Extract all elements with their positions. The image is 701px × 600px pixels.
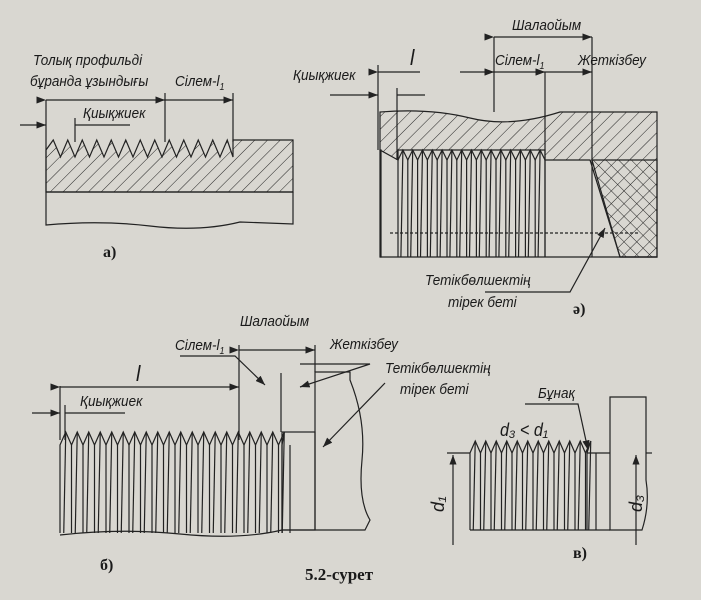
figure-caption: 5.2-сурет [305,565,374,584]
thread-line [143,431,147,534]
thread-line [459,149,463,258]
fig-v-caption: в) [573,545,587,562]
thread-line [478,149,482,258]
fig-a-runout-label: Сілем-l1 [175,73,225,93]
thread-line [166,431,170,534]
thread-line [235,431,239,534]
thread-profile [59,430,285,533]
fig-b-shortfall-label: Жеткізбеу [330,336,398,353]
runout-subscript: 1 [219,346,225,357]
thread-line [400,149,404,258]
thread-line [493,440,497,531]
fig-a-full-profile-label: Толық профильді [33,52,143,69]
thread-line [504,440,508,531]
fig-a-drawing [20,93,294,229]
fig-ae-shortfall-label: Жеткізбеу [578,52,646,69]
thread-line [86,431,90,534]
thread-line [472,440,476,531]
fig-ae-drawing [330,33,658,293]
thread-line [132,431,136,534]
fig-b-undercut-label: Шалаойым [240,313,310,330]
thread-line [247,431,251,534]
thread-line [525,440,529,531]
thread-line [449,149,453,258]
thread-line [517,149,522,258]
thread-line [258,431,262,534]
thread-line [546,440,550,531]
thread-line [429,149,433,258]
thread-line [178,431,182,534]
thread-line [74,431,78,534]
fig-v-drawing [447,396,652,545]
thread-profile [397,148,546,257]
fig-v-relation-label: d₃ < d₁ [500,420,549,440]
thread-line [514,440,518,531]
thread-line [410,149,414,258]
thread-line [556,440,560,531]
fig-b-length-label: l [136,361,141,386]
thread-line [577,440,581,531]
fig-ae-bearing-label-1: Тетікбөлшектің [425,272,531,289]
fig-v-d1-label: d₁ [428,496,448,512]
runout-text: Сілем-l [175,73,220,90]
runout-text: Сілем-l [495,52,540,69]
thread-line [567,440,571,531]
fig-b-caption: б) [100,557,114,574]
thread-line [588,440,592,531]
fig-b-bearing-label-2: тірек беті [400,381,469,398]
thread-line [537,149,541,258]
fig-b-bearing-label-1: Тетікбөлшектің [385,360,491,377]
thread-line [419,149,424,258]
runout-text: Сілем-l [175,337,220,354]
thread-line [488,149,492,258]
thread-line [189,431,193,534]
fig-v-d3-label: d₃ [626,494,646,512]
runout-subscript: 1 [219,82,225,93]
thread-line [483,440,487,531]
fig-ae-bearing-label-2: тірек беті [448,294,517,311]
fig-ae-length-label: l [410,45,415,70]
thread-line [201,431,205,534]
fig-ae-undercut-label: Шалаойым [512,17,582,34]
thread-line [212,431,216,534]
thread-profile [469,439,592,530]
thread-line [439,149,443,258]
thread-line [535,440,539,531]
thread-line [120,431,124,534]
thread-line [63,431,67,534]
thread-line [498,149,502,258]
fig-ae-chamfer-label: Қиықжиек [293,67,356,84]
thread-line [527,149,531,258]
fig-a-caption: а) [103,244,117,261]
thread-line [155,431,159,534]
fig-ae-caption: ә) [573,301,586,318]
thread-line [508,149,512,258]
thread-line [468,149,473,258]
fig-a-chamfer-label: Қиықжиек [83,105,146,122]
fig-a-thread-length-label: бұранда ұзындығы [30,73,149,90]
fig-b-drawing [32,345,386,537]
thread-line [270,431,274,534]
fig-b-runout-label: Сілем-l1 [175,337,225,357]
runout-subscript: 1 [539,61,545,72]
fig-b-chamfer-label: Қиықжиек [80,393,143,410]
thread-line [224,431,228,534]
thread-line [97,431,101,534]
fig-ae-runout-label: Сілем-l1 [495,52,545,72]
fig-v-groove-label: Бұнақ [538,385,575,402]
thread-line [109,431,113,534]
